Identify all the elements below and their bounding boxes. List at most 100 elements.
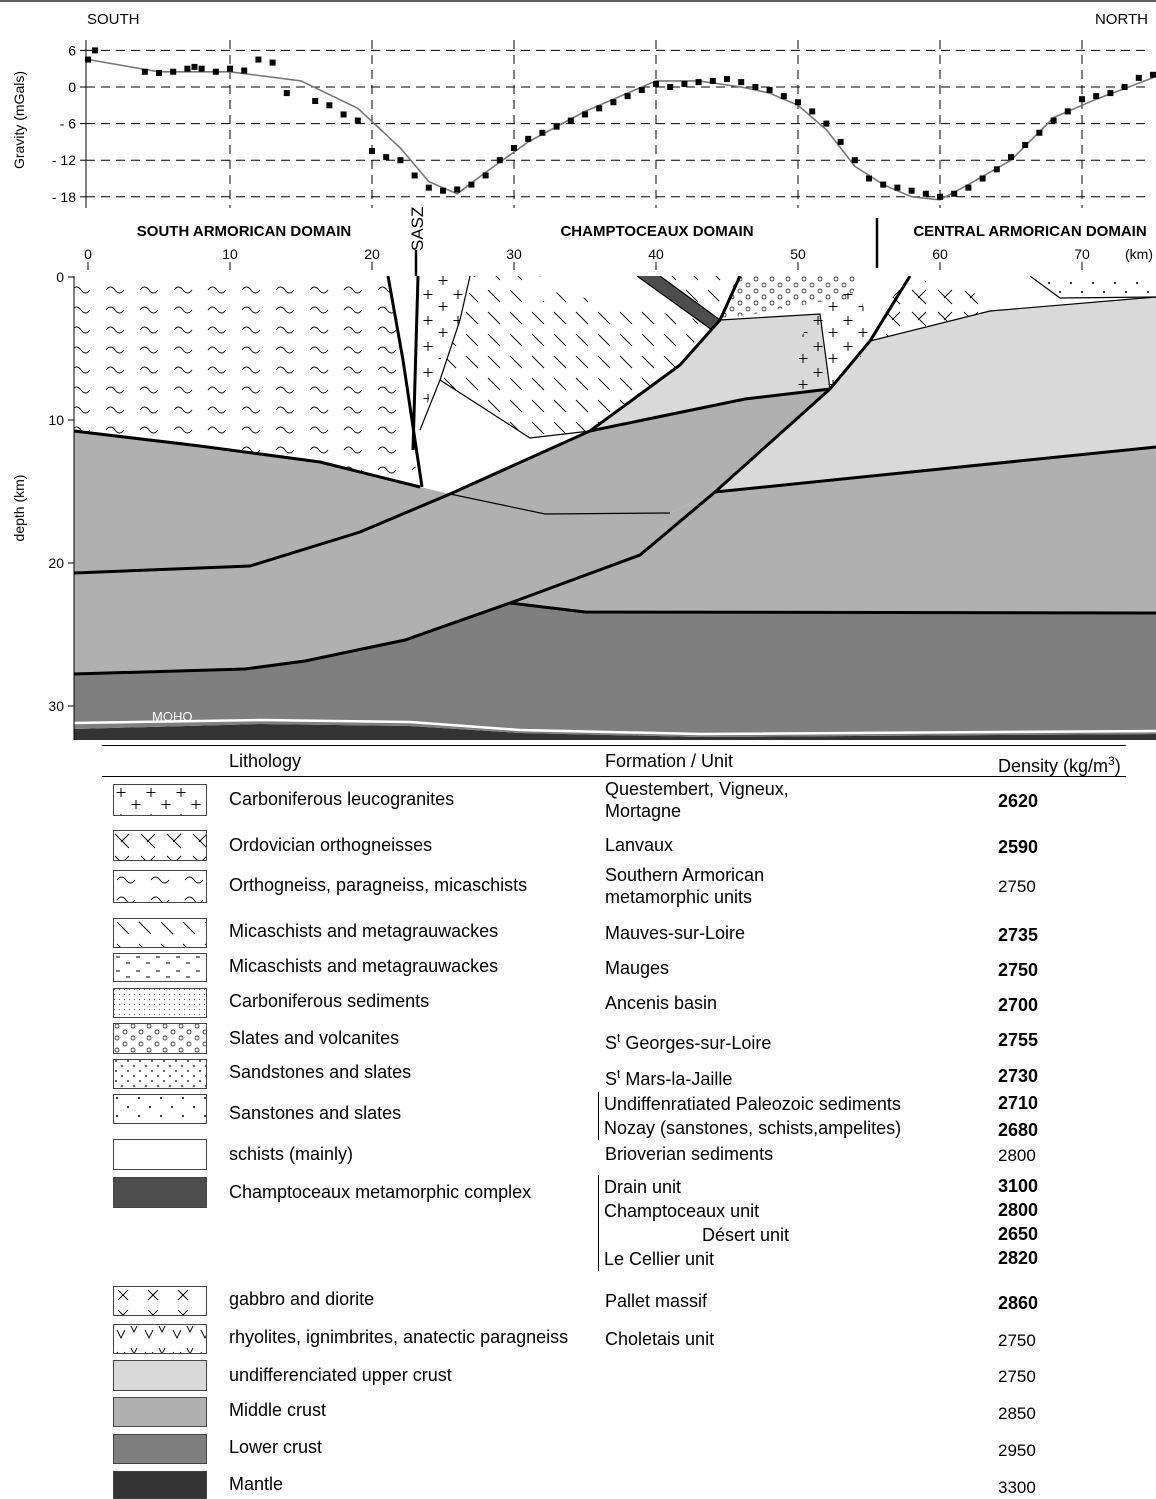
legend-formation: Pallet massif bbox=[605, 1290, 707, 1312]
legend-density: 2710 bbox=[998, 1093, 1039, 1113]
observed-point bbox=[369, 148, 375, 155]
gravity-tick-label: - 18 bbox=[52, 189, 76, 205]
legend-formation: Mauges bbox=[605, 957, 669, 979]
sasz-label: SASZ bbox=[408, 207, 427, 251]
observed-point bbox=[837, 138, 844, 145]
legend-swatch bbox=[113, 870, 207, 903]
legend-density: 2750 bbox=[998, 877, 1036, 896]
legend-density: 3100 bbox=[998, 1176, 1039, 1196]
leucogranite-body-north bbox=[798, 290, 870, 390]
legend-density: 2650 bbox=[998, 1224, 1039, 1244]
north-label: NORTH bbox=[1095, 11, 1148, 28]
legend-swatch bbox=[113, 1397, 207, 1427]
observed-point bbox=[809, 108, 816, 115]
legend-swatch bbox=[113, 1286, 207, 1316]
legend-formation: Mauves-sur-Loire bbox=[605, 922, 745, 944]
legend-lithology: Micaschists and metagrauwackes bbox=[229, 921, 499, 941]
observed-point bbox=[766, 87, 773, 94]
legend-swatch bbox=[113, 1059, 207, 1089]
gravity-tick-label: - 6 bbox=[60, 116, 77, 132]
legend-density: 2820 bbox=[998, 1248, 1039, 1268]
distance-tick-label: 0 bbox=[84, 246, 92, 262]
legend-lithology: Ordovician orthogneisses bbox=[229, 835, 433, 855]
legend-swatch bbox=[113, 1177, 207, 1208]
legend-header-rule bbox=[102, 776, 1126, 777]
observed-point bbox=[283, 90, 290, 97]
gravity-grid bbox=[86, 40, 1150, 208]
depth-tick-label: 10 bbox=[48, 412, 64, 428]
observed-point bbox=[539, 129, 546, 136]
observed-point bbox=[1093, 93, 1100, 100]
observed-point bbox=[908, 187, 915, 194]
observed-point bbox=[894, 184, 901, 191]
legend-swatch bbox=[113, 988, 207, 1018]
observed-point bbox=[780, 93, 787, 100]
gravity-tick-label: - 12 bbox=[52, 152, 76, 168]
legend-swatch bbox=[113, 1023, 207, 1054]
legend-lithology: schists (mainly) bbox=[229, 1144, 354, 1164]
nozay-sediments bbox=[1030, 276, 1156, 298]
observed-point bbox=[411, 172, 418, 179]
gravity-y-ticks: 60- 6- 12- 18 bbox=[52, 42, 86, 205]
legend-density: 2850 bbox=[998, 1404, 1036, 1423]
legend-density: 2735 bbox=[998, 925, 1039, 945]
legend-density: 2800 bbox=[998, 1200, 1039, 1220]
observed-point bbox=[624, 93, 631, 100]
distance-unit: (km) bbox=[1125, 246, 1153, 262]
legend-lithology: gabbro and diorite bbox=[229, 1289, 375, 1309]
legend-formation-line: Questembert, Vigneux, bbox=[605, 779, 789, 799]
observed-point bbox=[695, 79, 702, 86]
observed-point bbox=[866, 175, 872, 182]
legend-density: 2680 bbox=[998, 1120, 1039, 1140]
observed-point bbox=[738, 79, 745, 86]
observed-point bbox=[482, 172, 489, 179]
section-body bbox=[74, 276, 1156, 740]
observed-point bbox=[951, 190, 958, 197]
moho-label: MOHO bbox=[152, 709, 192, 724]
legend-lithology: Carboniferous sediments bbox=[229, 991, 430, 1011]
gravity-profile: SOUTH NORTH 60- 6- 12- 18 Gravity (mGals… bbox=[0, 0, 1156, 270]
southern-armorican-units bbox=[74, 276, 418, 487]
observed-point bbox=[567, 117, 574, 124]
legend-lithology: Sanstones and slates bbox=[229, 1103, 402, 1123]
legend-swatch bbox=[113, 1360, 207, 1391]
legend-formation: Ancenis basin bbox=[605, 992, 717, 1014]
depth-tick-label: 0 bbox=[56, 269, 64, 285]
legend-swatch bbox=[113, 1094, 207, 1124]
legend-formation-line: Undiffenratiated Paleozoic sediments bbox=[604, 1094, 901, 1114]
legend-formation: Questembert, Vigneux,Mortagne bbox=[605, 778, 789, 822]
legend-density: 2750 bbox=[998, 1331, 1036, 1350]
moho-line bbox=[74, 718, 1156, 736]
observed-point bbox=[553, 123, 560, 130]
legend-density: 2750 bbox=[998, 1367, 1036, 1386]
observed-point bbox=[354, 117, 361, 124]
header-density: Density (kg/m3) bbox=[998, 750, 1121, 777]
observed-point bbox=[582, 111, 588, 118]
observed-point bbox=[979, 175, 986, 182]
legend-lithology: Lower crust bbox=[229, 1437, 323, 1457]
observed-point bbox=[269, 59, 276, 66]
observed-point bbox=[823, 120, 830, 127]
legend-lithology: rhyolites, ignimbrites, anatectic paragn… bbox=[229, 1327, 569, 1347]
observed-point bbox=[1150, 71, 1156, 78]
distance-tick-label: 10 bbox=[222, 246, 238, 262]
observed-point bbox=[1107, 90, 1114, 97]
observed-point bbox=[255, 56, 262, 63]
observed-point bbox=[525, 135, 532, 142]
observed-point bbox=[383, 154, 390, 161]
distance-tick-label: 40 bbox=[648, 246, 664, 262]
observed-point bbox=[993, 166, 1000, 173]
legend-swatch bbox=[113, 953, 207, 982]
domain-central-armorican: CENTRAL ARMORICAN DOMAIN bbox=[913, 223, 1146, 240]
observed-point bbox=[795, 99, 801, 106]
legend-top-rule bbox=[102, 745, 1126, 746]
observed-point bbox=[851, 157, 858, 164]
observed-point bbox=[1008, 154, 1014, 161]
observed-point bbox=[340, 111, 347, 118]
upper-crust-central bbox=[715, 297, 1156, 492]
legend-density: 2730 bbox=[998, 1066, 1039, 1086]
observed-point bbox=[1036, 129, 1043, 136]
observed-point bbox=[724, 76, 730, 83]
legend-lithology: Slates and volcanites bbox=[229, 1028, 400, 1048]
observed-point bbox=[198, 65, 205, 72]
